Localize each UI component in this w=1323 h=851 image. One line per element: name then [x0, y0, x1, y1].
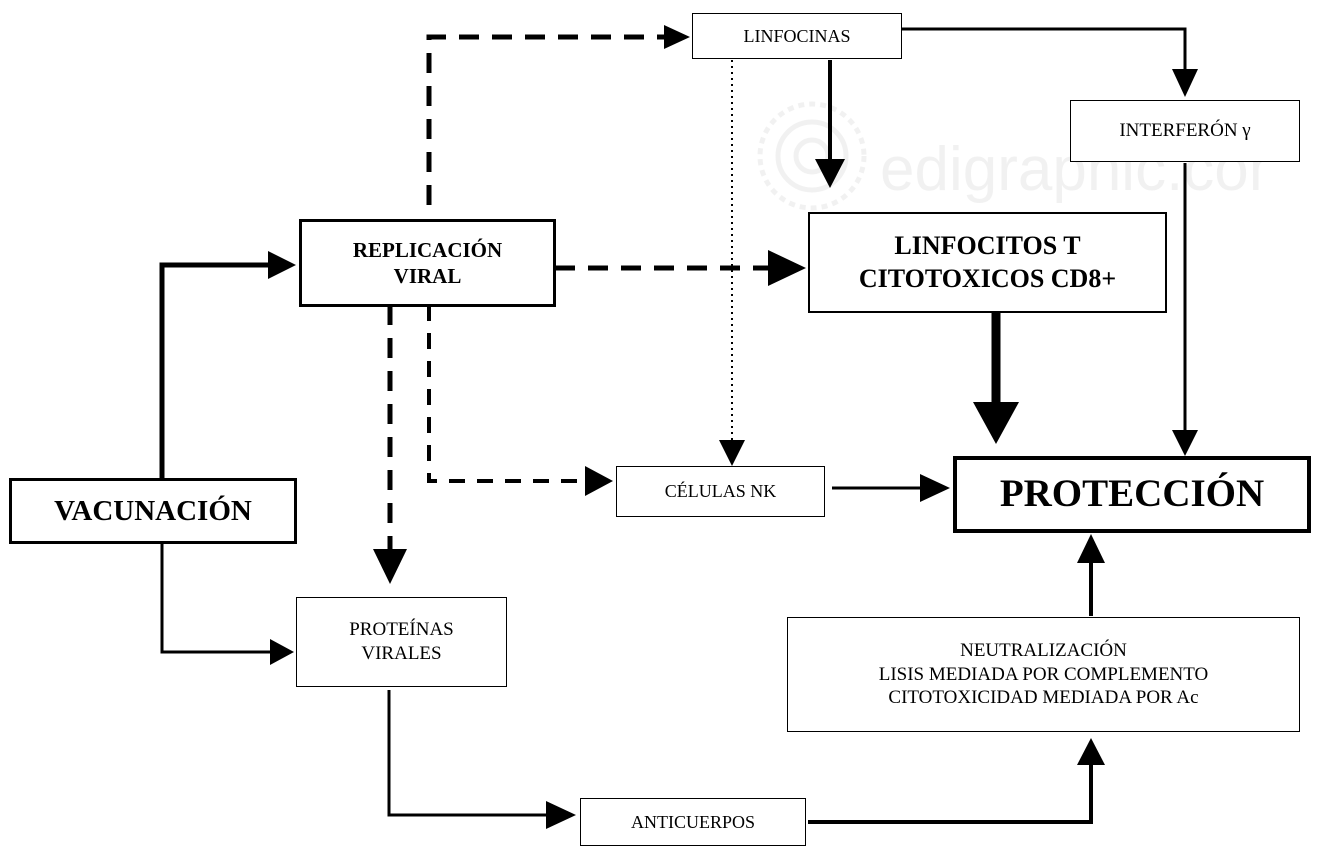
node-celulas-nk: CÉLULAS NK — [616, 466, 825, 517]
node-proteinas-line1: PROTEÍNAS — [349, 619, 454, 641]
arrow-replicacion-to-linfocinas — [426, 34, 668, 205]
node-replicacion-viral: REPLICACIÓN VIRAL — [299, 219, 556, 307]
node-replicacion-line2: VIRAL — [393, 264, 462, 288]
node-linfocitos-t: LINFOCITOS T CITOTOXICOS CD8+ — [808, 212, 1167, 313]
arrowhead-nk-dotted — [719, 440, 745, 466]
arrowhead-mecanismos — [1077, 738, 1105, 765]
node-linfocitos-line1: LINFOCITOS T — [894, 231, 1081, 260]
node-interferon-label: INTERFERÓN γ — [1119, 120, 1251, 142]
node-anticuerpos: ANTICUERPOS — [580, 798, 806, 846]
node-interferon: INTERFERÓN γ — [1070, 100, 1300, 162]
arrow-proteinas-to-anticuerpos — [387, 690, 550, 817]
node-mecanismos: NEUTRALIZACIÓN LISIS MEDIADA POR COMPLEM… — [787, 617, 1300, 732]
node-proteccion: PROTECCIÓN — [953, 456, 1311, 533]
node-mecanismos-line1: NEUTRALIZACIÓN — [960, 639, 1127, 661]
arrowhead-proteccion-left — [920, 474, 950, 502]
arrowhead-anticuerpos — [546, 801, 576, 829]
arrowhead-linfocinas — [664, 25, 690, 49]
node-mecanismos-line2: LISIS MEDIADA POR COMPLEMENTO — [878, 663, 1209, 685]
node-linfocitos-line2: CITOTOXICOS CD8+ — [858, 263, 1117, 293]
node-replicacion-line1: REPLICACIÓN — [352, 237, 503, 262]
arrowhead-nk-dashed — [585, 466, 613, 496]
node-vacunacion: VACUNACIÓN — [9, 478, 297, 544]
node-proteccion-label: PROTECCIÓN — [999, 472, 1265, 516]
arrow-linfocinas-to-interferon — [902, 27, 1187, 72]
arrowhead-proteccion-top-right — [1172, 430, 1198, 456]
arrowhead-proteinas-left — [270, 639, 294, 665]
node-celulas-nk-label: CÉLULAS NK — [664, 481, 777, 502]
node-anticuerpos-label: ANTICUERPOS — [630, 811, 755, 832]
edigraphic-seal-icon — [757, 101, 867, 211]
arrow-anticuerpos-to-mecanismos — [808, 765, 1093, 824]
arrowhead-proteinas-top — [373, 549, 407, 584]
node-mecanismos-line3: CITOTOXICIDAD MEDIADA POR Ac — [888, 687, 1199, 709]
node-vacunacion-label: VACUNACIÓN — [54, 494, 252, 527]
node-linfocinas-label: LINFOCINAS — [743, 25, 851, 46]
arrow-replicacion-to-nk — [427, 305, 588, 483]
arrowhead-linfocitos-dashed — [768, 250, 806, 286]
node-proteinas-line2: VIRALES — [361, 643, 442, 664]
arrowhead-replicacion — [268, 251, 296, 279]
arrow-vacunacion-to-proteinas — [160, 544, 274, 654]
node-linfocinas: LINFOCINAS — [692, 13, 902, 59]
arrowhead-interferon — [1172, 69, 1198, 97]
arrowhead-linfocitos-top — [815, 159, 845, 188]
arrowhead-proteccion-bottom — [1077, 534, 1105, 563]
node-proteinas-virales: PROTEÍNAS VIRALES — [296, 597, 507, 687]
arrow-vacunacion-to-replicacion — [159, 262, 272, 478]
arrowhead-proteccion-big — [973, 402, 1019, 444]
